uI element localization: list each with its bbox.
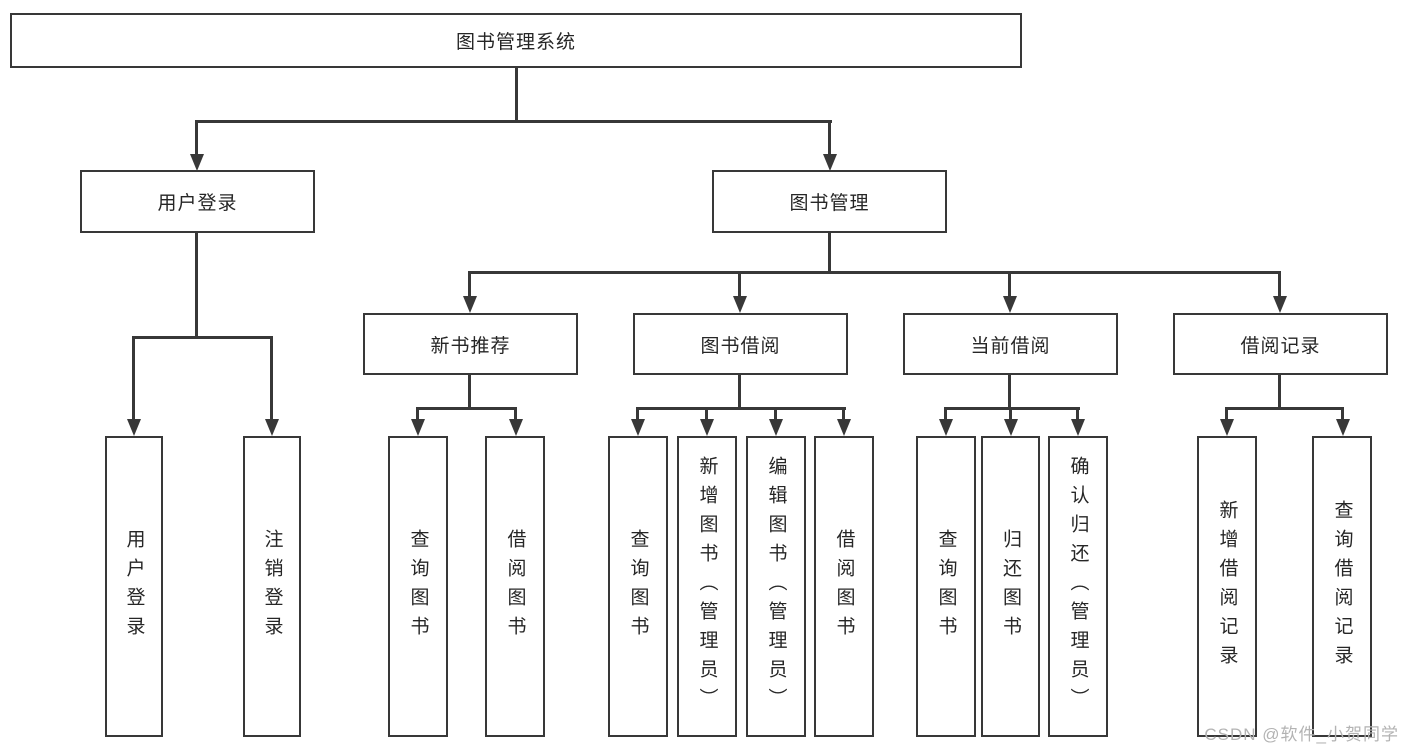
connector-branch2-stem bbox=[828, 120, 831, 157]
node-book-management-label: 图书管理 bbox=[789, 193, 870, 214]
connector-leaf1-stem bbox=[132, 336, 135, 421]
leaf-user-login-label: 用户登录 bbox=[123, 528, 145, 645]
leaf-query-borrow-record: 查询借阅记录 bbox=[1312, 436, 1372, 737]
leaf-add-borrow-record: 新增借阅记录 bbox=[1197, 436, 1257, 737]
connector-leaf2-stem bbox=[270, 336, 273, 421]
connector-bookmgmt-stub bbox=[828, 233, 831, 274]
arrowhead-down-icon bbox=[1336, 419, 1350, 436]
connector-leaf11-stem bbox=[1076, 407, 1079, 421]
connector-module2-stem bbox=[738, 271, 741, 298]
connector-current-rail bbox=[944, 407, 1080, 410]
connector-leaf3-stem bbox=[416, 407, 419, 421]
connector-bookmgmt-rail bbox=[468, 271, 1281, 274]
connector-leaf8-stem bbox=[842, 407, 845, 421]
leaf-return-books: 归还图书 bbox=[981, 436, 1040, 737]
connector-userlogin-stub bbox=[195, 233, 198, 339]
arrowhead-down-icon bbox=[631, 419, 645, 436]
leaf-borrow-books-recommend: 借阅图书 bbox=[485, 436, 545, 737]
leaf-user-login: 用户登录 bbox=[105, 436, 163, 737]
leaf-edit-book-admin-label: 编辑图书（管理员） bbox=[765, 456, 787, 717]
leaf-add-borrow-record-label: 新增借阅记录 bbox=[1216, 499, 1238, 674]
arrowhead-down-icon bbox=[1003, 296, 1017, 313]
node-book-borrow-label: 图书借阅 bbox=[700, 335, 781, 357]
connector-recommend-stub bbox=[468, 375, 471, 410]
connector-leaf6-stem bbox=[705, 407, 708, 421]
arrowhead-down-icon bbox=[1220, 419, 1234, 436]
connector-module3-stem bbox=[1008, 271, 1011, 298]
node-root-label: 图书管理系统 bbox=[455, 32, 576, 53]
node-book-management: 图书管理 bbox=[712, 170, 947, 233]
node-root: 图书管理系统 bbox=[10, 13, 1022, 68]
connector-recommend-rail bbox=[416, 407, 517, 410]
leaf-confirm-return-admin: 确认归还（管理员） bbox=[1048, 436, 1108, 737]
leaf-add-book-admin-label: 新增图书（管理员） bbox=[696, 456, 718, 717]
arrowhead-down-icon bbox=[1273, 296, 1287, 313]
leaf-return-books-label: 归还图书 bbox=[1000, 528, 1021, 645]
connector-current-stub bbox=[1008, 375, 1011, 410]
arrowhead-down-icon bbox=[939, 419, 953, 436]
arrowhead-down-icon bbox=[1004, 419, 1018, 436]
leaf-query-books-recommend: 查询图书 bbox=[388, 436, 448, 737]
arrowhead-down-icon bbox=[837, 419, 851, 436]
leaf-query-books-recommend-label: 查询图书 bbox=[407, 528, 429, 645]
arrowhead-down-icon bbox=[411, 419, 425, 436]
arrowhead-down-icon bbox=[823, 154, 837, 171]
node-borrow-records: 借阅记录 bbox=[1173, 313, 1388, 375]
leaf-borrow-books: 借阅图书 bbox=[814, 436, 874, 737]
leaf-logout-label: 注销登录 bbox=[261, 528, 283, 645]
connector-leaf5-stem bbox=[636, 407, 639, 421]
connector-leaf13-stem bbox=[1341, 407, 1344, 421]
arrowhead-down-icon bbox=[190, 154, 204, 171]
leaf-query-borrow-record-label: 查询借阅记录 bbox=[1331, 499, 1353, 674]
connector-borrow-rail bbox=[636, 407, 846, 410]
node-user-login-label: 用户登录 bbox=[157, 193, 238, 214]
connector-records-stub bbox=[1278, 375, 1281, 410]
connector-userlogin-rail bbox=[132, 336, 273, 339]
node-current-borrow-label: 当前借阅 bbox=[970, 335, 1051, 357]
connector-leaf7-stem bbox=[774, 407, 777, 421]
arrowhead-down-icon bbox=[700, 419, 714, 436]
leaf-query-books-current-label: 查询图书 bbox=[935, 528, 957, 645]
node-new-book-recommend: 新书推荐 bbox=[363, 313, 578, 375]
arrowhead-down-icon bbox=[509, 419, 523, 436]
node-new-book-recommend-label: 新书推荐 bbox=[430, 335, 511, 357]
arrowhead-down-icon bbox=[463, 296, 477, 313]
connector-leaf9-stem bbox=[944, 407, 947, 421]
connector-module4-stem bbox=[1278, 271, 1281, 298]
leaf-query-books-borrow: 查询图书 bbox=[608, 436, 668, 737]
arrowhead-down-icon bbox=[1071, 419, 1085, 436]
leaf-logout: 注销登录 bbox=[243, 436, 301, 737]
connector-records-rail bbox=[1225, 407, 1344, 410]
arrowhead-down-icon bbox=[733, 296, 747, 313]
leaf-add-book-admin: 新增图书（管理员） bbox=[677, 436, 737, 737]
connector-leaf4-stem bbox=[514, 407, 517, 421]
connector-leaf10-stem bbox=[1009, 407, 1012, 421]
connector-module1-stem bbox=[468, 271, 471, 298]
connector-root-stub bbox=[515, 68, 518, 123]
connector-borrow-stub bbox=[738, 375, 741, 410]
watermark: CSDN @软件_小贺同学 bbox=[1204, 725, 1399, 744]
leaf-confirm-return-admin-label: 确认归还（管理员） bbox=[1067, 456, 1089, 717]
node-current-borrow: 当前借阅 bbox=[903, 313, 1118, 375]
leaf-query-books-borrow-label: 查询图书 bbox=[627, 528, 649, 645]
leaf-borrow-books-recommend-label: 借阅图书 bbox=[504, 528, 526, 645]
leaf-edit-book-admin: 编辑图书（管理员） bbox=[746, 436, 806, 737]
node-borrow-records-label: 借阅记录 bbox=[1240, 335, 1321, 357]
connector-root-rail bbox=[195, 120, 832, 123]
leaf-query-books-current: 查询图书 bbox=[916, 436, 976, 737]
connector-leaf12-stem bbox=[1225, 407, 1228, 421]
arrowhead-down-icon bbox=[127, 419, 141, 436]
connector-branch1-stem bbox=[195, 120, 198, 157]
arrowhead-down-icon bbox=[769, 419, 783, 436]
arrowhead-down-icon bbox=[265, 419, 279, 436]
leaf-borrow-books-label: 借阅图书 bbox=[833, 528, 855, 645]
node-book-borrow: 图书借阅 bbox=[633, 313, 848, 375]
node-user-login: 用户登录 bbox=[80, 170, 315, 233]
